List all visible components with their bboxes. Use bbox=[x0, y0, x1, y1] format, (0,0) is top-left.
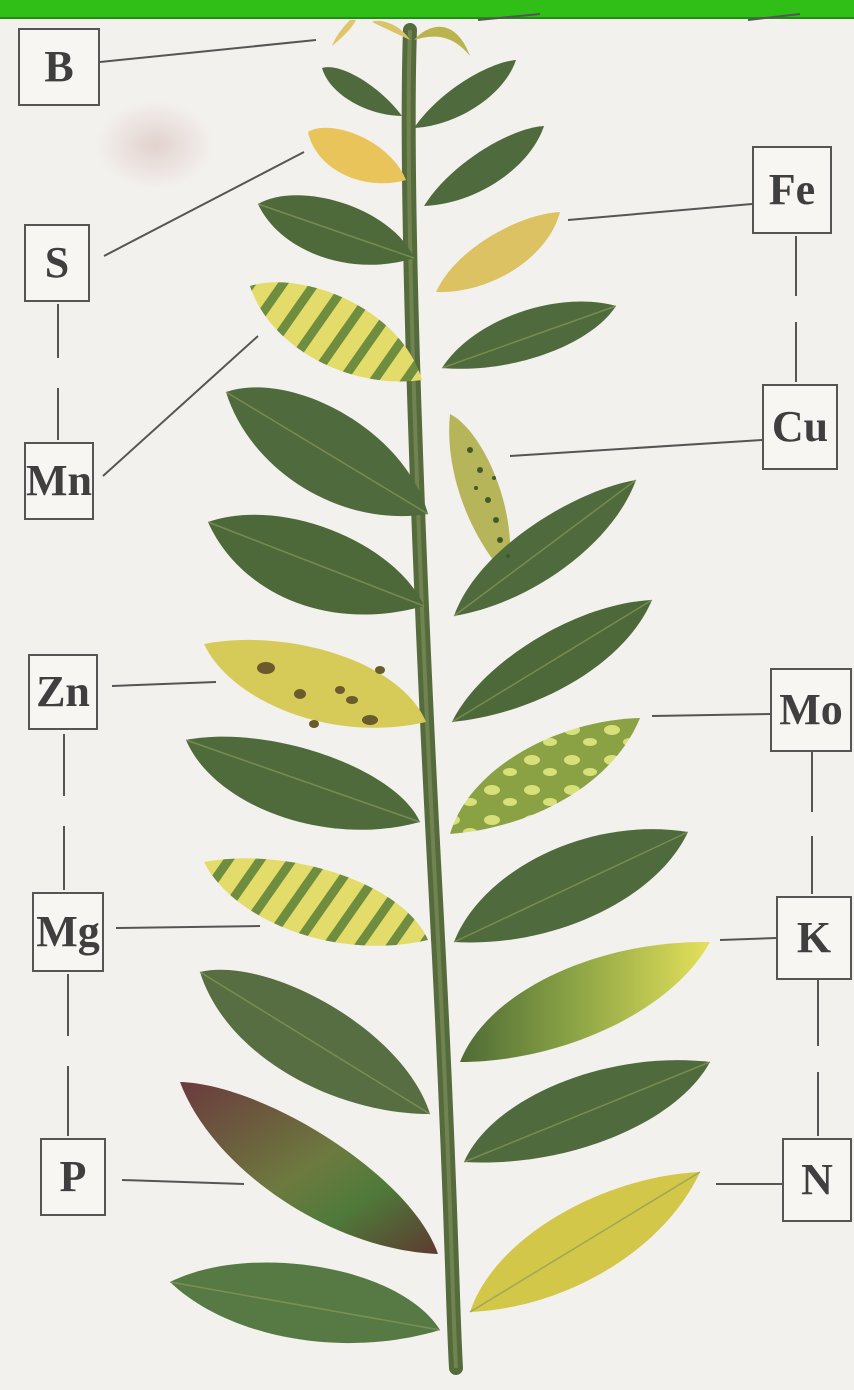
leaf bbox=[424, 126, 544, 206]
leaf-iron bbox=[436, 212, 560, 292]
leaf-sulfur bbox=[308, 128, 406, 184]
leaf bbox=[170, 1262, 440, 1343]
label-zinc: Zn bbox=[28, 654, 98, 730]
label-sulfur: S bbox=[24, 224, 90, 302]
label-boron: B bbox=[18, 28, 100, 106]
label-manganese: Mn bbox=[24, 442, 94, 520]
label-potassium: K bbox=[776, 896, 852, 980]
leaf-magnesium bbox=[204, 858, 428, 945]
left-leaves bbox=[170, 67, 440, 1343]
leaf bbox=[226, 387, 428, 516]
top-bud bbox=[332, 20, 470, 56]
right-leaves bbox=[414, 60, 710, 1312]
leaf-zinc bbox=[204, 640, 426, 728]
label-phosphorus: P bbox=[40, 1138, 106, 1216]
leaf-manganese bbox=[250, 282, 422, 381]
label-nitrogen: N bbox=[782, 1138, 852, 1222]
leaf bbox=[322, 67, 402, 116]
leaf bbox=[258, 195, 414, 265]
label-copper: Cu bbox=[762, 384, 838, 470]
leaf-molybdenum bbox=[450, 718, 640, 834]
label-iron: Fe bbox=[752, 146, 832, 234]
label-molybdenum: Mo bbox=[770, 668, 852, 752]
leaf-potassium bbox=[460, 942, 710, 1062]
label-magnesium: Mg bbox=[32, 892, 104, 972]
leaf bbox=[414, 60, 516, 128]
leaf bbox=[186, 737, 420, 830]
